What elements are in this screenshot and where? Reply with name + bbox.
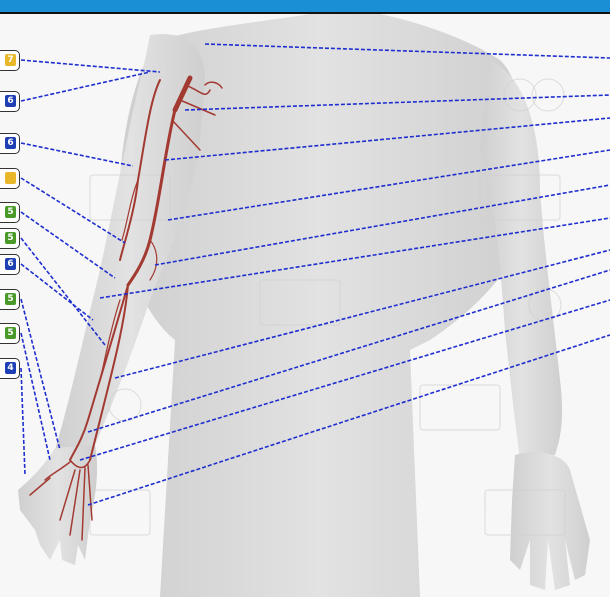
- level-badge[interactable]: [0, 168, 20, 189]
- leader-line-left: [21, 264, 93, 320]
- watermark-ring: [109, 389, 141, 421]
- level-number: 5: [5, 206, 16, 218]
- leader-line-left: [21, 72, 150, 101]
- level-number: 5: [5, 293, 16, 305]
- level-badge[interactable]: 6: [0, 91, 20, 112]
- watermark-ring: [532, 79, 564, 111]
- leader-line-left: [21, 212, 115, 278]
- left-hand: [18, 445, 97, 565]
- level-badge[interactable]: 7: [0, 50, 20, 71]
- level-number: 6: [5, 95, 16, 107]
- level-number: 5: [5, 327, 16, 339]
- leader-line-left: [21, 368, 25, 475]
- right-hand: [510, 452, 590, 590]
- level-badge[interactable]: 6: [0, 254, 20, 275]
- level-number: [5, 172, 16, 184]
- level-badge[interactable]: 5: [0, 202, 20, 223]
- level-number: 4: [5, 362, 16, 374]
- leader-line-left: [21, 178, 125, 243]
- body-silhouette: [18, 14, 590, 597]
- leader-line-left: [21, 143, 133, 166]
- watermark-box: [90, 490, 150, 535]
- level-number: 5: [5, 232, 16, 244]
- watermark-box: [420, 385, 500, 430]
- level-number: 6: [5, 137, 16, 149]
- level-badge[interactable]: 5: [0, 289, 20, 310]
- level-badge[interactable]: 4: [0, 358, 20, 379]
- level-badge[interactable]: 5: [0, 323, 20, 344]
- leader-line-left: [21, 238, 105, 345]
- level-number: 7: [5, 54, 16, 66]
- level-badge[interactable]: 6: [0, 133, 20, 154]
- level-number: 6: [5, 258, 16, 270]
- leader-line-left: [21, 299, 60, 450]
- level-badge[interactable]: 5: [0, 228, 20, 249]
- leader-line-left: [21, 60, 160, 72]
